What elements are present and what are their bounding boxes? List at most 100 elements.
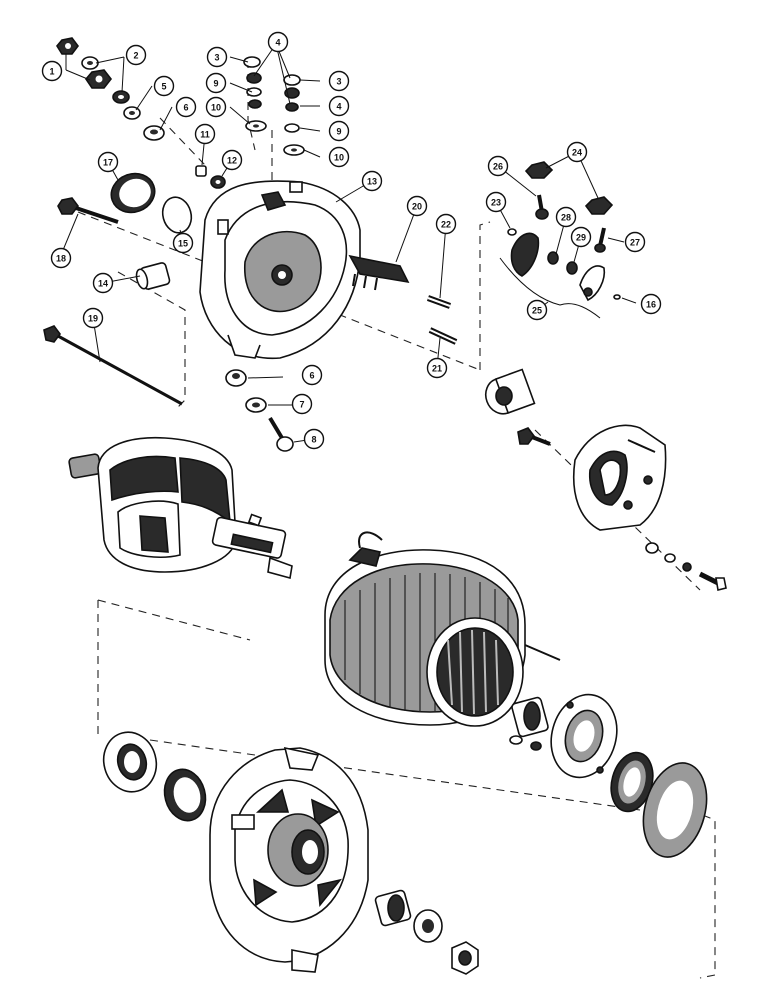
- callout-22: 22: [435, 213, 457, 235]
- callout-circle: [50, 247, 72, 269]
- callout-number: 7: [299, 400, 304, 410]
- callout-2: 2: [125, 44, 147, 66]
- callout-25: 25: [526, 299, 548, 321]
- callout-circle: [175, 96, 197, 118]
- callout-number: 29: [576, 233, 586, 243]
- callout-number: 13: [367, 177, 377, 187]
- callout-circle: [566, 141, 588, 163]
- callout-circle: [303, 428, 325, 450]
- washer-stack-left: [243, 56, 267, 132]
- callout-number: 17: [103, 158, 113, 168]
- brush-29: [566, 261, 578, 275]
- callout-circle: [485, 191, 507, 213]
- callout-20: 20: [406, 195, 428, 217]
- callout-5: 5: [153, 75, 175, 97]
- callout-number: 21: [432, 364, 442, 374]
- washer-12: [210, 175, 226, 189]
- callout-circle: [328, 120, 350, 142]
- callout-number: 10: [211, 103, 221, 113]
- pin-21: [428, 327, 458, 345]
- callout-circle: [328, 146, 350, 168]
- callout-circle: [526, 299, 548, 321]
- callout-number: 6: [183, 103, 188, 113]
- rectifier-plate: [572, 424, 667, 531]
- washer-2b: [112, 90, 130, 104]
- screw-8: [268, 416, 294, 452]
- callout-number: 11: [200, 130, 210, 140]
- callout-28: 28: [555, 206, 577, 228]
- callout-9: 9: [328, 120, 350, 142]
- callout-circle: [267, 31, 289, 53]
- washer-bottom: [413, 909, 443, 943]
- stud-rectifier: [517, 427, 551, 446]
- callout-number: 8: [311, 435, 316, 445]
- callout-circle: [570, 226, 592, 248]
- terminal-block-20: [348, 254, 410, 291]
- bearing-lower: [102, 731, 158, 793]
- bearing-upper: [484, 368, 536, 415]
- callout-number: 28: [561, 213, 571, 223]
- stator: [324, 531, 561, 727]
- callout-3: 3: [328, 70, 350, 92]
- pin-22: [426, 295, 452, 309]
- callout-3: 3: [206, 46, 228, 68]
- callout-circle: [555, 206, 577, 228]
- callout-23: 23: [485, 191, 507, 213]
- callout-number: 16: [646, 300, 656, 310]
- callout-circle: [153, 75, 175, 97]
- callout-number: 4: [275, 38, 280, 48]
- callout-12: 12: [221, 149, 243, 171]
- callout-circle: [640, 293, 662, 315]
- brush-holder-left: [510, 232, 540, 277]
- retainer-plate: [550, 693, 618, 779]
- callout-14: 14: [92, 272, 114, 294]
- callout-circle: [361, 170, 383, 192]
- washer-2a: [81, 56, 99, 70]
- callout-circle: [426, 357, 448, 379]
- callout-circle: [82, 307, 104, 329]
- brush-holder-right: [579, 265, 606, 302]
- callout-8: 8: [303, 428, 325, 450]
- spring-16: [613, 294, 621, 300]
- callout-number: 9: [336, 127, 341, 137]
- bushing-14: [135, 262, 171, 290]
- callout-circle: [97, 151, 119, 173]
- callout-6: 6: [175, 96, 197, 118]
- callout-circle: [194, 123, 216, 145]
- washer-5: [123, 106, 141, 120]
- callout-number: 4: [336, 102, 341, 112]
- bearing-spacer: [511, 696, 549, 738]
- washer-23: [507, 228, 517, 236]
- callout-27: 27: [624, 231, 646, 253]
- screw-27: [594, 227, 606, 253]
- callout-circle: [624, 231, 646, 253]
- callout-21: 21: [426, 357, 448, 379]
- callout-number: 12: [227, 156, 237, 166]
- callout-number: 2: [133, 51, 138, 61]
- callout-number: 15: [178, 239, 188, 249]
- callout-number: 3: [336, 77, 341, 87]
- screw-stator: [509, 735, 542, 751]
- end-frame-13: [199, 180, 361, 360]
- callout-6: 6: [301, 364, 323, 386]
- callout-15: 15: [172, 232, 194, 254]
- callout-7: 7: [291, 393, 313, 415]
- callout-circle: [435, 213, 457, 235]
- callout-26: 26: [487, 155, 509, 177]
- callout-24: 24: [566, 141, 588, 163]
- callout-19: 19: [82, 307, 104, 329]
- callout-circle: [41, 60, 63, 82]
- drive-end-frame: [209, 746, 369, 973]
- callout-circle: [328, 70, 350, 92]
- nut-1b: [84, 69, 113, 89]
- callout-circle: [125, 44, 147, 66]
- callout-circle: [406, 195, 428, 217]
- through-bolt-19: [43, 325, 183, 406]
- seal-lower: [163, 768, 207, 822]
- callout-4: 4: [328, 95, 350, 117]
- rotor: [68, 436, 293, 580]
- brush-28: [547, 251, 559, 265]
- callout-circle: [205, 72, 227, 94]
- callout-number: 10: [334, 153, 344, 163]
- callout-18: 18: [50, 247, 72, 269]
